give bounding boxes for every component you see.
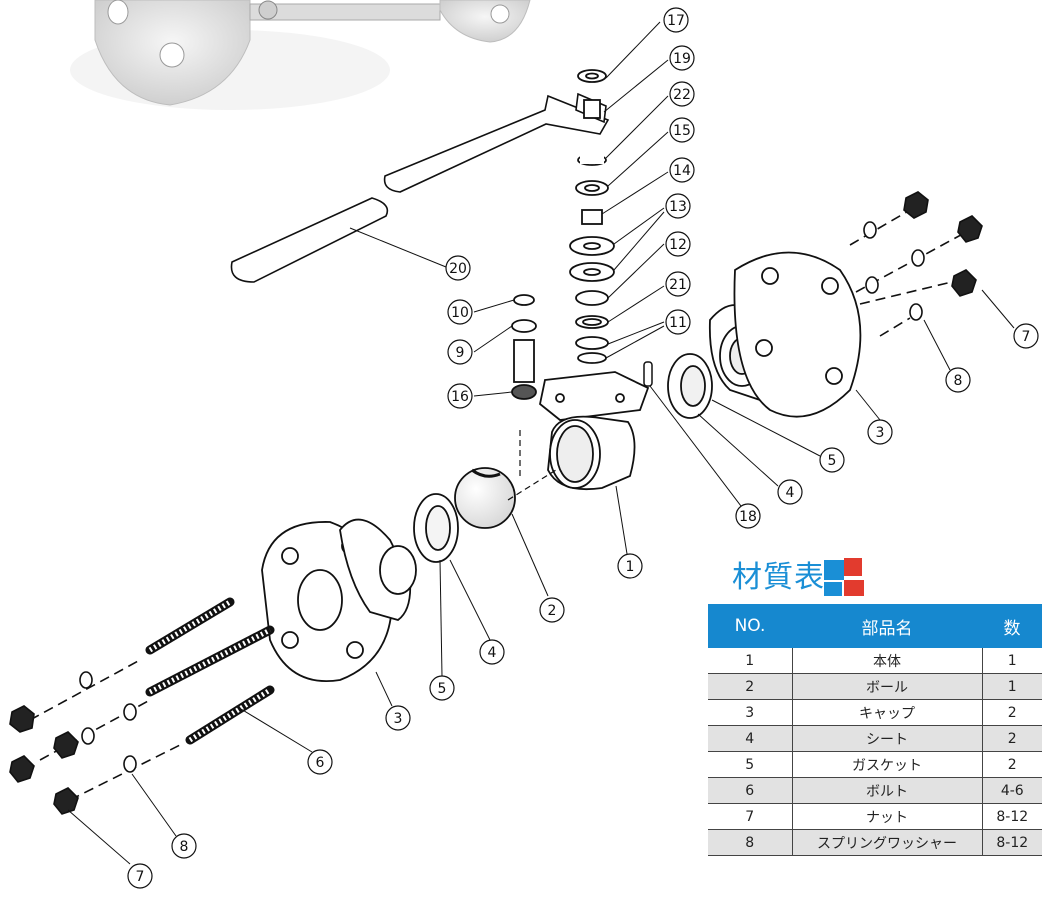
- row-name: スプリングワッシャー: [791, 829, 982, 856]
- left-gasket-seat: [413, 493, 459, 563]
- row-name: キャップ: [791, 699, 982, 726]
- row-name: ボール: [791, 673, 982, 700]
- header-no: NO.: [708, 604, 792, 648]
- callout-16: 16: [451, 389, 469, 405]
- handle-part-19: [383, 92, 610, 193]
- callout-8-right: 8: [954, 373, 963, 389]
- table-row: 5 ガスケット 2: [708, 751, 1042, 778]
- table-row: 7 ナット 8-12: [708, 803, 1042, 830]
- callout-3-right: 3: [876, 425, 885, 441]
- materials-table-panel: 材質表 NO. 部品名 数 1 本体 1 2 ボール 1: [708, 552, 1042, 898]
- callout-4-right: 4: [786, 485, 795, 501]
- row-qty: 2: [981, 751, 1042, 778]
- callout-3-left: 3: [394, 711, 403, 727]
- callout-20: 20: [449, 261, 467, 277]
- header-qty: 数: [982, 604, 1042, 648]
- row-name: シート: [791, 725, 982, 752]
- left-flange-cap-part-3: [261, 518, 417, 682]
- callout-12: 12: [669, 237, 687, 253]
- callout-17: 17: [667, 13, 685, 29]
- row-no: 1: [708, 648, 792, 674]
- row-no: 8: [708, 829, 792, 856]
- ball-part-2: [454, 467, 516, 529]
- row-qty: 1: [981, 648, 1042, 674]
- valve-body-part-1: [539, 371, 650, 491]
- callout-19: 19: [673, 51, 691, 67]
- row-no: 7: [708, 803, 792, 830]
- assembled-valve-photo: [70, 0, 531, 110]
- callout-4-left: 4: [488, 645, 497, 661]
- row-qty: 8-12: [981, 829, 1042, 856]
- table-row: 6 ボルト 4-6: [708, 777, 1042, 804]
- callout-2: 2: [548, 603, 557, 619]
- row-qty: 8-12: [981, 803, 1042, 830]
- row-name: ナット: [791, 803, 982, 830]
- table-row: 8 スプリングワッシャー 8-12: [708, 829, 1042, 856]
- callout-5-right: 5: [828, 453, 837, 469]
- callout-5-left: 5: [438, 681, 447, 697]
- callout-9: 9: [456, 345, 465, 361]
- right-nuts-and-washers: [849, 191, 983, 337]
- right-gasket-seat: [667, 353, 713, 419]
- pin-part-18: [643, 361, 653, 387]
- handle-grip-part-20: [230, 197, 389, 283]
- callout-7-right: 7: [1022, 329, 1031, 345]
- row-qty: 2: [981, 699, 1042, 726]
- callout-6: 6: [316, 755, 325, 771]
- callout-11: 11: [669, 315, 687, 331]
- callout-circles: [127, 7, 1039, 889]
- callout-14: 14: [673, 163, 691, 179]
- callout-numbers: 17 19 22 15 14 13 12 21 11 10 9 16 20 7 …: [136, 13, 1031, 885]
- table-row: 2 ボール 1: [708, 673, 1042, 700]
- header-part-name: 部品名: [792, 604, 982, 648]
- callout-22: 22: [673, 87, 691, 103]
- callout-15: 15: [673, 123, 691, 139]
- row-qty: 2: [981, 725, 1042, 752]
- row-no: 2: [708, 673, 792, 700]
- title-decoration-icon: [824, 558, 872, 598]
- leader-lines: [67, 21, 1015, 865]
- callout-7-left: 7: [136, 869, 145, 885]
- materials-table: NO. 部品名 数 1 本体 1 2 ボール 1 3 キャップ 2 4: [708, 604, 1042, 856]
- callout-13: 13: [669, 199, 687, 215]
- row-name: 本体: [791, 648, 982, 674]
- callout-18: 18: [739, 509, 757, 525]
- row-no: 6: [708, 777, 792, 804]
- row-no: 3: [708, 699, 792, 726]
- row-name: ボルト: [791, 777, 982, 804]
- row-no: 5: [708, 751, 792, 778]
- left-bolts-part-6: [9, 597, 275, 815]
- materials-table-title: 材質表: [732, 560, 825, 595]
- row-name: ガスケット: [791, 751, 982, 778]
- right-flange-cap-part-3: [708, 251, 862, 418]
- callout-21: 21: [669, 277, 687, 293]
- stem-parts-left: [511, 294, 537, 400]
- row-no: 4: [708, 725, 792, 752]
- row-qty: 1: [981, 673, 1042, 700]
- callout-1: 1: [626, 559, 635, 575]
- table-row: 4 シート 2: [708, 725, 1042, 752]
- row-qty: 4-6: [981, 777, 1042, 804]
- stem-stack: [569, 69, 615, 364]
- table-row: 3 キャップ 2: [708, 699, 1042, 726]
- callout-8-left: 8: [180, 839, 189, 855]
- callout-10: 10: [451, 305, 469, 321]
- table-row: 1 本体 1: [708, 648, 1042, 674]
- table-header-row: NO. 部品名 数: [708, 604, 1042, 648]
